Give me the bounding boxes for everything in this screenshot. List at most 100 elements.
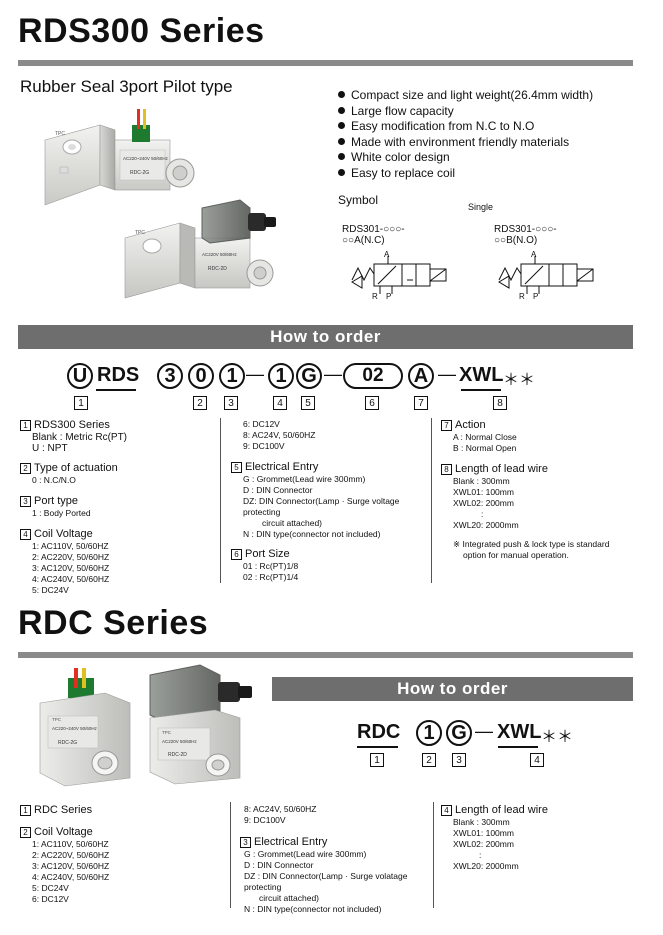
symbol-no-code: RDS301-○○○-○○B(N.O) [494, 224, 557, 246]
symbol-nc-code: RDS301-○○○-○○A(N.C) [342, 224, 405, 246]
coil2-label1: AC220V 50/60Hz [162, 739, 198, 744]
valve1-label2: RDC-2G [130, 170, 149, 176]
rds-title: RDS300 Series [18, 12, 265, 50]
valve1-label1: AC220~240V 50/60Hz [123, 156, 169, 161]
feature-item: Large flow capacity [338, 104, 593, 120]
index-box: 3 [224, 396, 238, 410]
index-box: 2 [422, 753, 436, 767]
code-1: 1 [219, 363, 245, 389]
rds-title-rule [18, 60, 633, 66]
code-g: G [446, 720, 472, 746]
nc-port-r: R [372, 292, 378, 301]
code-xwl: XWL [459, 364, 504, 386]
index-box: 7 [414, 396, 428, 410]
index-box: 3 [452, 753, 466, 767]
index-box: 4 [530, 753, 544, 767]
nc-port-a: A [384, 250, 390, 259]
index-box: 5 [301, 396, 315, 410]
index-box: 6 [365, 396, 379, 410]
valve2-brand: TPC [135, 230, 145, 236]
coil1-label1: AC220~240V 50/60Hz [52, 726, 98, 731]
code-xwl: XWL [497, 721, 542, 743]
code-dash: — [246, 364, 264, 384]
no-port-p: P [533, 292, 539, 301]
code-dash: — [438, 364, 456, 384]
code-dash: — [475, 721, 493, 741]
code-stars: ＊＊ [503, 372, 536, 389]
note: ※ Integrated push & lock type is standar… [453, 539, 610, 549]
coil2-label2: RDC-2D [168, 752, 187, 758]
note: option for manual operation. [463, 550, 569, 560]
rdc-order-code: RDC 1 G — XWL ＊＊ 1 2 3 4 [0, 717, 663, 767]
code-rds: RDS [97, 364, 140, 386]
index-box: 1 [74, 396, 88, 410]
code-02: 02 [343, 363, 403, 389]
rds-how-to-order-bar: How to order [18, 325, 633, 349]
divider [230, 802, 231, 908]
valve2-label1: AC220V 50/60Hz [202, 252, 238, 257]
coil2-brand: TPC [162, 730, 172, 735]
code-stars: ＊＊ [541, 729, 574, 746]
single-label: Single [468, 202, 494, 212]
code-3: 3 [157, 363, 183, 389]
coil-grommet-image: TPC AC220~240V 50/60Hz RDC-2G [39, 668, 131, 787]
code-rdc: RDC [357, 721, 401, 743]
divider [433, 802, 434, 908]
coil1-brand: TPC [52, 717, 62, 722]
feature-item: White color design [338, 150, 593, 166]
valve1-brand: TPC [55, 131, 65, 137]
rds-order-code: U RDS 3 0 1 — 1 G — 02 A — XWL ＊＊ 1 2 3 … [0, 360, 663, 410]
symbol-label: Symbol [338, 193, 379, 207]
rdc-title-rule [18, 652, 633, 658]
feature-item: Easy modification from N.C to N.O [338, 119, 593, 135]
divider [431, 418, 432, 583]
symbol-no-diagram [498, 256, 594, 294]
divider [220, 418, 221, 583]
feature-item: Easy to replace coil [338, 166, 593, 182]
code-dash: — [324, 364, 342, 384]
index-box: 8 [493, 396, 507, 410]
rdc-how-to-order-bar: How to order [272, 677, 633, 701]
index-box: 2 [193, 396, 207, 410]
code-a: A [408, 363, 434, 389]
code-u: U [67, 363, 93, 389]
nc-port-p: P [386, 292, 392, 301]
rds-subtitle: Rubber Seal 3port Pilot type [20, 77, 233, 96]
valve-din-image: TPC AC220V 50/60Hz RDC-2D [124, 199, 276, 299]
no-port-a: A [531, 250, 537, 259]
code-0: 0 [188, 363, 214, 389]
valve-grommet-image: AC220~240V 50/60Hz RDC-2G TPC [44, 109, 195, 206]
no-port-r: R [519, 292, 525, 301]
coil-din-image: TPC AC220V 50/60Hz RDC-2D [149, 664, 252, 785]
code-entry-1: 1 [268, 363, 294, 389]
code-1: 1 [416, 720, 442, 746]
rdc-title: RDC Series [18, 604, 209, 642]
code-g: G [296, 363, 322, 389]
rds-feature-list: Compact size and light weight(26.4mm wid… [338, 88, 593, 181]
feature-item: Compact size and light weight(26.4mm wid… [338, 88, 593, 104]
symbol-nc-diagram [351, 256, 447, 294]
valve2-label2: RDC-2D [208, 266, 227, 272]
index-box: 1 [370, 753, 384, 767]
coil1-label2: RDC-2G [58, 740, 77, 746]
index-box: 4 [273, 396, 287, 410]
feature-item: Made with environment friendly materials [338, 135, 593, 151]
